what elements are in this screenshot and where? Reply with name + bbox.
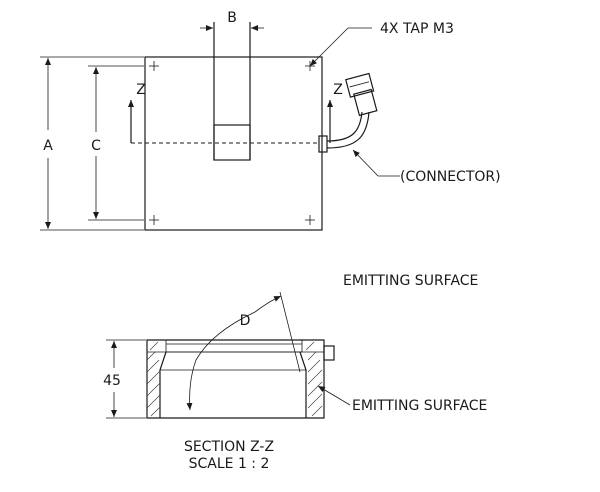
connector-note-label: (CONNECTOR) — [400, 169, 501, 185]
section-hatch-right — [305, 341, 323, 417]
connector-plug — [345, 72, 378, 117]
tap-note-label: 4X TAP M3 — [380, 21, 454, 37]
section-view: 45 D EMITTING SURFACE SECTION Z-Z SCALE … — [103, 291, 487, 472]
section-connector-stub — [323, 345, 335, 361]
section-hatch-left — [146, 341, 161, 417]
connector-note-leader — [352, 149, 379, 177]
section-window-recess — [165, 340, 303, 353]
section-cone-right — [299, 351, 307, 418]
tap-note-leader — [309, 27, 349, 67]
emitting-surface-leader — [317, 385, 351, 406]
section-body-outline — [146, 339, 325, 419]
tap-hole-bottom-right — [305, 215, 315, 225]
dim-b-label: B — [227, 10, 237, 26]
connector-cable-outer — [326, 111, 363, 142]
connector-gland — [318, 135, 328, 153]
tap-hole-top-left — [149, 61, 159, 71]
dim-c-label: C — [91, 138, 101, 154]
dim-45-label: 45 — [103, 373, 121, 389]
section-caption-scale: SCALE 1 : 2 — [189, 456, 270, 472]
dim-d-arc-upper — [254, 295, 282, 313]
dim-d-ext-line — [279, 291, 301, 373]
section-mark-left: Z — [136, 82, 146, 98]
dim-d-label: D — [240, 313, 251, 329]
section-mark-right: Z — [333, 82, 343, 98]
connector-cable-inner — [326, 111, 370, 149]
section-cone-left — [159, 351, 167, 418]
tap-hole-bottom-left — [149, 215, 159, 225]
section-caption-title: SECTION Z-Z — [184, 439, 274, 455]
dim-a-label: A — [43, 138, 53, 154]
emitting-surface-label: EMITTING SURFACE — [343, 273, 478, 289]
top-view: B A C Z Z 4X — [40, 10, 501, 231]
emitting-surface-note: EMITTING SURFACE — [352, 398, 487, 414]
dim-d-arc-lower — [186, 311, 256, 411]
connector — [318, 72, 378, 153]
